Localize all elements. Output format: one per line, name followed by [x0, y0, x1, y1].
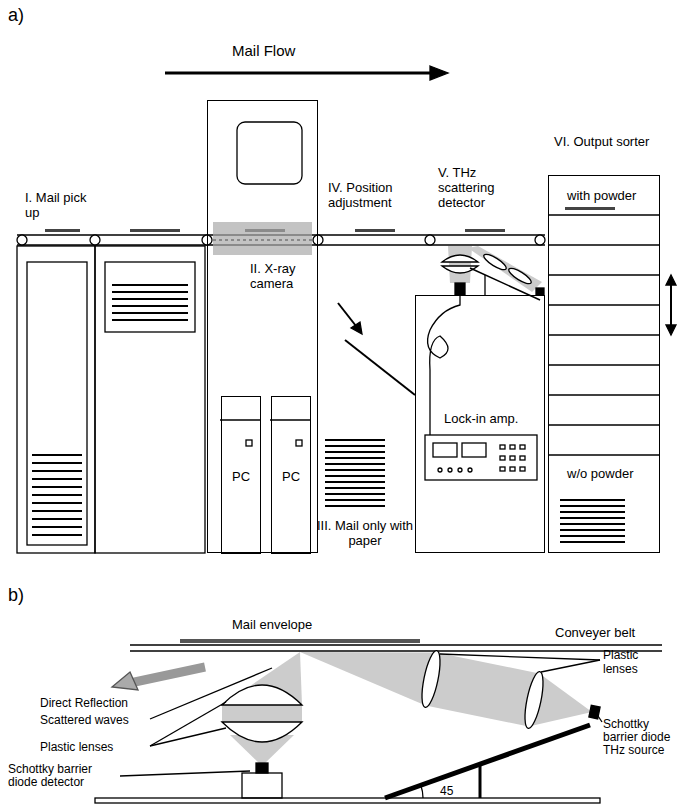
part-label: Scattered waves — [40, 713, 150, 727]
part-label: Mail Flow — [232, 42, 342, 59]
node-label: II. X-ray camera — [250, 261, 318, 291]
part-label: Schottky barrier diode detector — [8, 763, 118, 789]
node-label: w/o powder — [567, 466, 657, 481]
part-label: b) — [8, 585, 48, 605]
part-label: IV. Position adjustment — [328, 180, 418, 210]
node-label: with powder — [567, 188, 657, 203]
pc-unit: PC — [271, 396, 311, 554]
part-label: V. THz scattering detector — [438, 165, 523, 210]
node-label: VI. Output sorter — [554, 134, 654, 149]
part-label: Direct Reflection — [40, 696, 150, 710]
output-sorter: VI. Output sorterwith powderw/o powder — [548, 175, 660, 553]
node-label: Lock-in amp. — [444, 411, 534, 426]
part-label: a) — [8, 5, 48, 25]
xray-tower: II. X-ray cameraPC PC — [207, 100, 318, 553]
part-label: Mail envelope — [232, 617, 352, 632]
pc-unit: PC — [221, 396, 261, 554]
part-label: Conveyer belt — [555, 625, 660, 640]
part-label: I. Mail pick up — [25, 190, 95, 220]
node-label: PC — [272, 469, 310, 484]
lockin-cabinet: Lock-in amp. — [415, 295, 545, 553]
part-label: Plastic lenses — [603, 648, 673, 676]
part-label: Schottky barrier diode THz source — [603, 718, 680, 757]
part-label: Plastic lenses — [40, 740, 150, 754]
node-label: PC — [222, 469, 260, 484]
part-label: III. Mail only with paper — [305, 518, 425, 548]
part-label: 45 — [440, 784, 460, 798]
